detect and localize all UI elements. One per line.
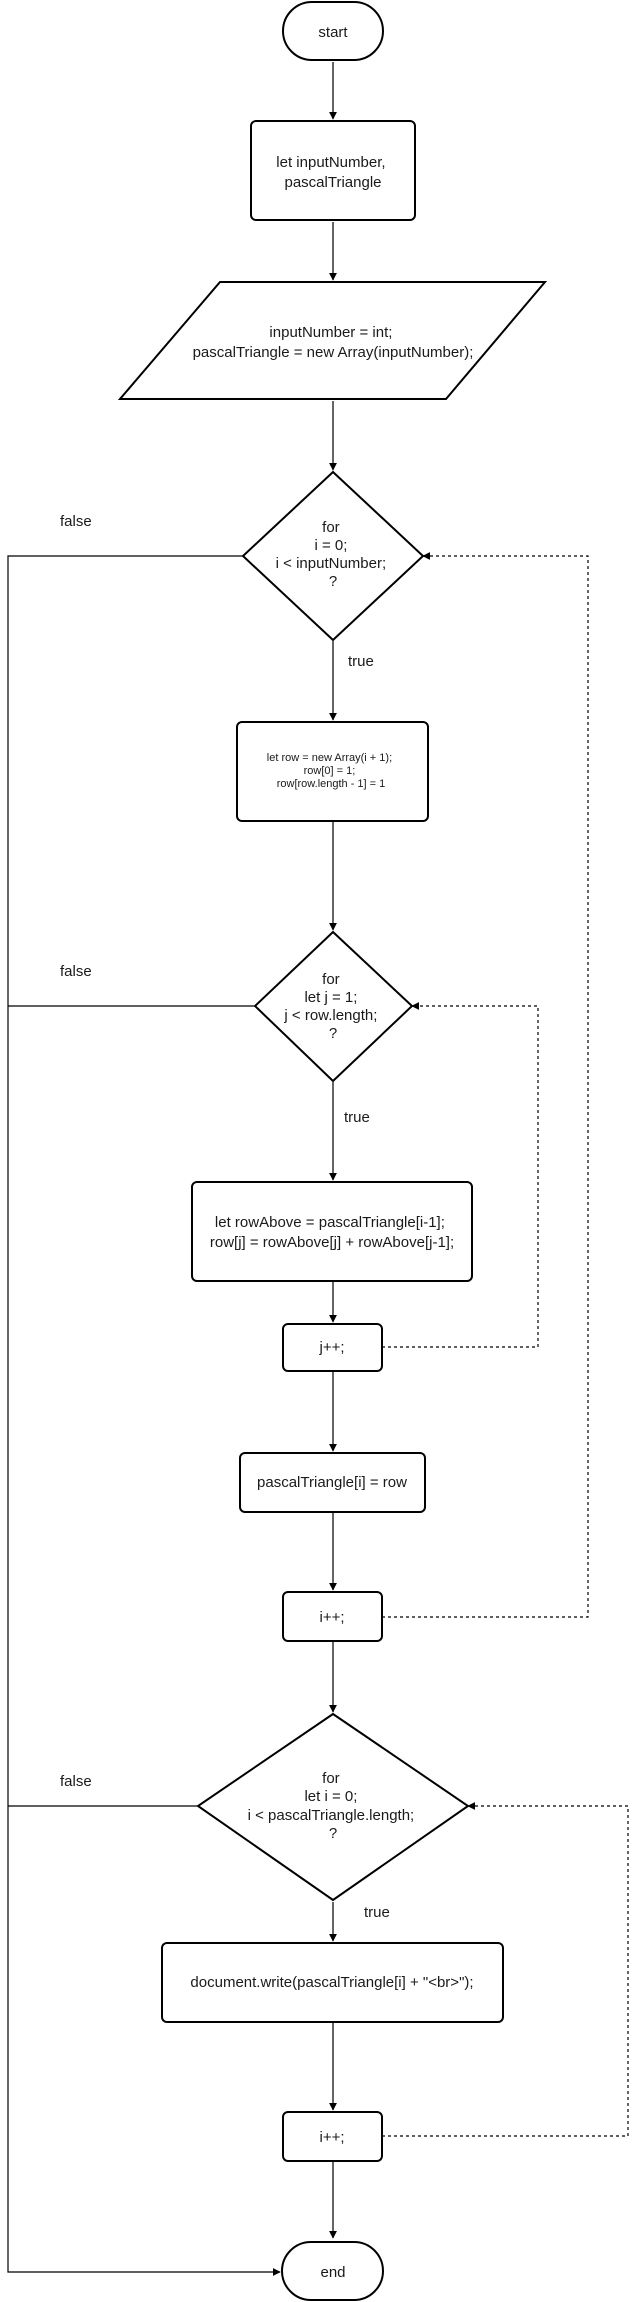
i-inc-label: i++; [319, 1609, 344, 1626]
true-label-2: true [344, 1109, 370, 1126]
declare-label: let inputNumber, pascalTriangle [276, 154, 389, 191]
false-label-2: false [60, 963, 92, 980]
loop-print-decision-shape [196, 1712, 470, 1902]
j-inc-label: j++; [318, 1339, 344, 1356]
edge-i-inc2-loop-back [382, 1802, 629, 2137]
print-process-shape [161, 1942, 504, 2023]
loop-j-label: for let j = 1; j < row.length; ? [283, 971, 381, 1042]
node-i-inc2: i++; [282, 2111, 383, 2162]
false-label-3: false [60, 1773, 92, 1790]
node-loop-print: for let i = 0; i < pascalTriangle.length… [196, 1712, 470, 1902]
edge-i-inc-loop-back [382, 552, 589, 1618]
node-loop-j: for let j = 1; j < row.length; ? [253, 930, 414, 1083]
init-row-process-shape [236, 721, 429, 822]
loop-i-label: for i = 0; i < inputNumber; ? [276, 519, 391, 590]
i-inc-process-shape [282, 1591, 383, 1642]
node-print: document.write(pascalTriangle[i] + "<br>… [161, 1942, 504, 2023]
node-compute: let rowAbove = pascalTriangle[i-1]; row[… [191, 1181, 473, 1282]
end-terminal-shape [281, 2241, 384, 2301]
flow-edges [7, 62, 337, 2276]
false-label-1: false [60, 513, 92, 530]
node-input: inputNumber = int; pascalTriangle = new … [117, 281, 548, 400]
assign-label: pascalTriangle[i] = row [257, 1474, 407, 1491]
node-start: start [282, 1, 384, 61]
compute-process-shape [191, 1181, 473, 1282]
j-inc-process-shape [282, 1323, 383, 1372]
true-label-1: true [348, 653, 374, 670]
node-assign: pascalTriangle[i] = row [239, 1452, 426, 1513]
node-declare: let inputNumber, pascalTriangle [250, 120, 416, 221]
edge-labels: true false true false true false [60, 513, 390, 1921]
start-label: start [318, 24, 348, 41]
node-init-row: let row = new Array(i + 1); row[0] = 1; … [236, 721, 429, 822]
assign-process-shape [239, 1452, 426, 1513]
i-inc2-process-shape [282, 2111, 383, 2162]
loop-j-decision-shape [253, 930, 414, 1083]
node-j-inc: j++; [282, 1323, 383, 1372]
end-label: end [320, 2264, 345, 2281]
i-inc2-label: i++; [319, 2129, 344, 2146]
input-data-shape [117, 281, 548, 400]
start-terminal-shape [282, 1, 384, 61]
compute-label: let rowAbove = pascalTriangle[i-1]; row[… [210, 1214, 454, 1251]
node-i-inc: i++; [282, 1591, 383, 1642]
print-label: document.write(pascalTriangle[i] + "<br>… [190, 1974, 473, 1991]
edge-j-inc-loop-back [382, 1002, 539, 1348]
loop-i-decision-shape [241, 470, 425, 642]
declare-process-shape [250, 120, 416, 221]
edge-loop-i-false [7, 555, 281, 2276]
loop-back-edges [382, 552, 629, 2137]
node-loop-i: for i = 0; i < inputNumber; ? [241, 470, 425, 642]
input-label: inputNumber = int; pascalTriangle = new … [193, 324, 474, 361]
node-end: end [281, 2241, 384, 2301]
true-label-3: true [364, 1904, 390, 1921]
init-row-label: let row = new Array(i + 1); row[0] = 1; … [267, 752, 395, 790]
loop-print-label: for let i = 0; i < pascalTriangle.length… [248, 1770, 419, 1842]
